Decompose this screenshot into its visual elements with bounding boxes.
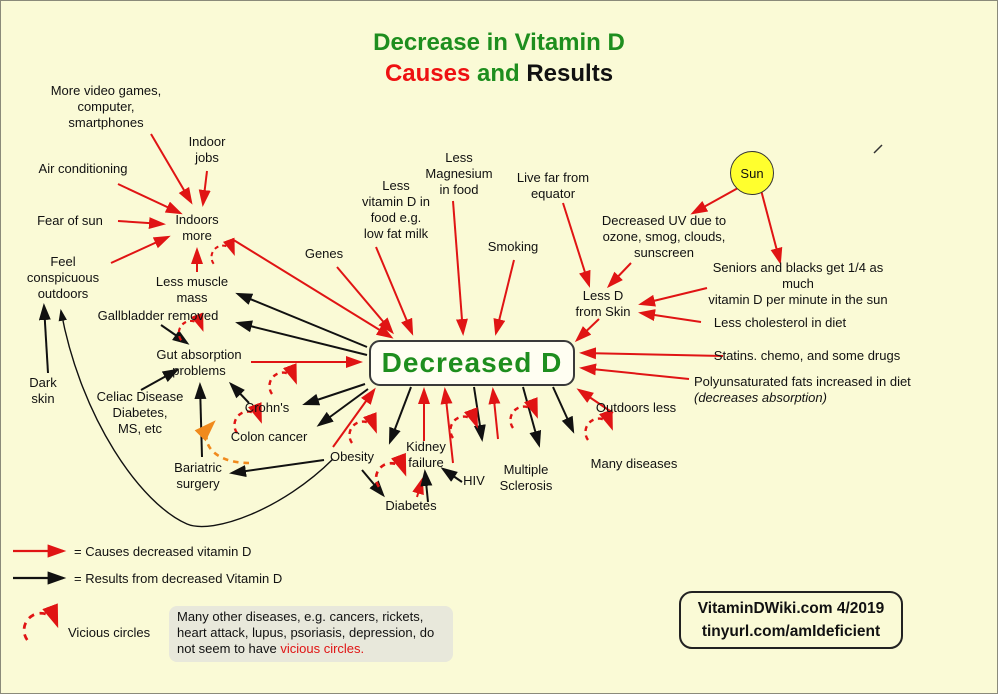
vicious-circle-arc — [374, 452, 407, 488]
node-video-games: More video games, computer, smartphones — [50, 83, 162, 130]
result-arrows — [38, 292, 575, 528]
title-word-causes: Causes — [384, 60, 471, 87]
node-multiple-sclerosis: Multiple Sclerosis — [499, 462, 553, 493]
vicious-circle-arc — [449, 407, 478, 439]
node-celiac: Celiac Disease Diabetes, MS, etc — [96, 389, 184, 436]
node-polyunsat-note: (decreases absorption) — [694, 390, 827, 405]
node-air-conditioning: Air conditioning — [38, 161, 128, 176]
node-genes: Genes — [304, 246, 344, 261]
legend-arrow-icons — [13, 544, 67, 585]
node-many-diseases: Many diseases — [590, 456, 678, 471]
vicious-circle-icon — [22, 603, 59, 641]
title-line1: Decrease in Vitamin D — [373, 29, 625, 56]
legend-vicious-label: Vicious circles — [68, 625, 151, 640]
node-less-vitd-food: Less vitamin D in food e.g. low fat milk — [362, 178, 430, 241]
vicious-circle-arc — [177, 312, 204, 341]
node-diabetes: Diabetes — [385, 498, 437, 513]
node-less-d-skin: Less D from Skin — [575, 288, 631, 319]
legend-causes-label: = Causes decreased vitamin D — [74, 544, 252, 559]
vicious-circle-arc — [233, 402, 262, 434]
node-statins: Statins. chemo, and some drugs — [713, 348, 901, 363]
node-crohns: Crohn's — [244, 400, 290, 415]
bariatric-loop-arc — [194, 420, 250, 465]
node-hiv: HIV — [463, 473, 485, 488]
node-indoor-jobs: Indoor jobs — [188, 134, 226, 165]
title-word-results: Results — [526, 60, 614, 87]
node-gut-absorption: Gut absorption problems — [156, 347, 242, 378]
vicious-circle-arc — [268, 363, 297, 395]
sun-node: Sun — [730, 151, 774, 195]
node-seniors: Seniors and blacks get 1/4 as much vitam… — [708, 260, 888, 307]
node-gallbladder: Gallbladder removed — [97, 308, 219, 323]
footer-site: VitaminDWiki.com 4/2019 — [697, 600, 885, 617]
node-polyunsat: Polyunsaturated fats increased in diet — [694, 374, 911, 389]
node-obesity: Obesity — [329, 449, 375, 464]
node-less-magnesium: Less Magnesium in food — [425, 150, 493, 197]
note-box: Many other diseases, e.g. cancers, ricke… — [169, 606, 453, 662]
legend-results-label: = Results from decreased Vitamin D — [74, 571, 283, 586]
node-less-cholesterol: Less cholesterol in diet — [713, 315, 847, 330]
node-fear-of-sun: Fear of sun — [37, 213, 103, 228]
stray-mark — [873, 144, 883, 154]
node-less-muscle: Less muscle mass — [155, 274, 229, 305]
vicious-circle-arc — [584, 409, 613, 441]
vicious-circle-arc — [509, 397, 538, 429]
vicious-circle-arc — [210, 237, 235, 265]
node-bariatric: Bariatric surgery — [174, 460, 222, 491]
node-live-far: Live far from equator — [516, 170, 590, 201]
note-highlight: vicious circles. — [280, 641, 365, 656]
node-feel-conspicuous: Feel conspicuous outdoors — [26, 254, 100, 301]
node-outdoors-less: Outdoors less — [595, 400, 677, 415]
title-word-and: and — [470, 60, 527, 87]
node-kidney-failure: Kidney failure — [406, 439, 446, 470]
node-colon-cancer: Colon cancer — [230, 429, 308, 444]
footer-tinyurl: tinyurl.com/amIdeficient — [701, 623, 881, 640]
node-dark-skin: Dark skin — [29, 375, 57, 406]
node-indoors-more: Indoors more — [175, 212, 219, 243]
vicious-circle-arc — [348, 412, 377, 444]
footer-box: VitaminDWiki.com 4/2019 tinyurl.com/amId… — [679, 591, 903, 649]
title-line2: Causes and Results — [1, 58, 997, 89]
decreased-d-node: Decreased D — [369, 340, 575, 386]
vicious-circle-arcs — [177, 237, 613, 488]
note-text: Many other diseases, e.g. cancers, ricke… — [177, 609, 435, 656]
node-decreased-uv: Decreased UV due to ozone, smog, clouds,… — [601, 213, 727, 260]
node-smoking: Smoking — [487, 239, 539, 254]
page-title: Decrease in Vitamin D Causes and Results — [1, 27, 997, 89]
